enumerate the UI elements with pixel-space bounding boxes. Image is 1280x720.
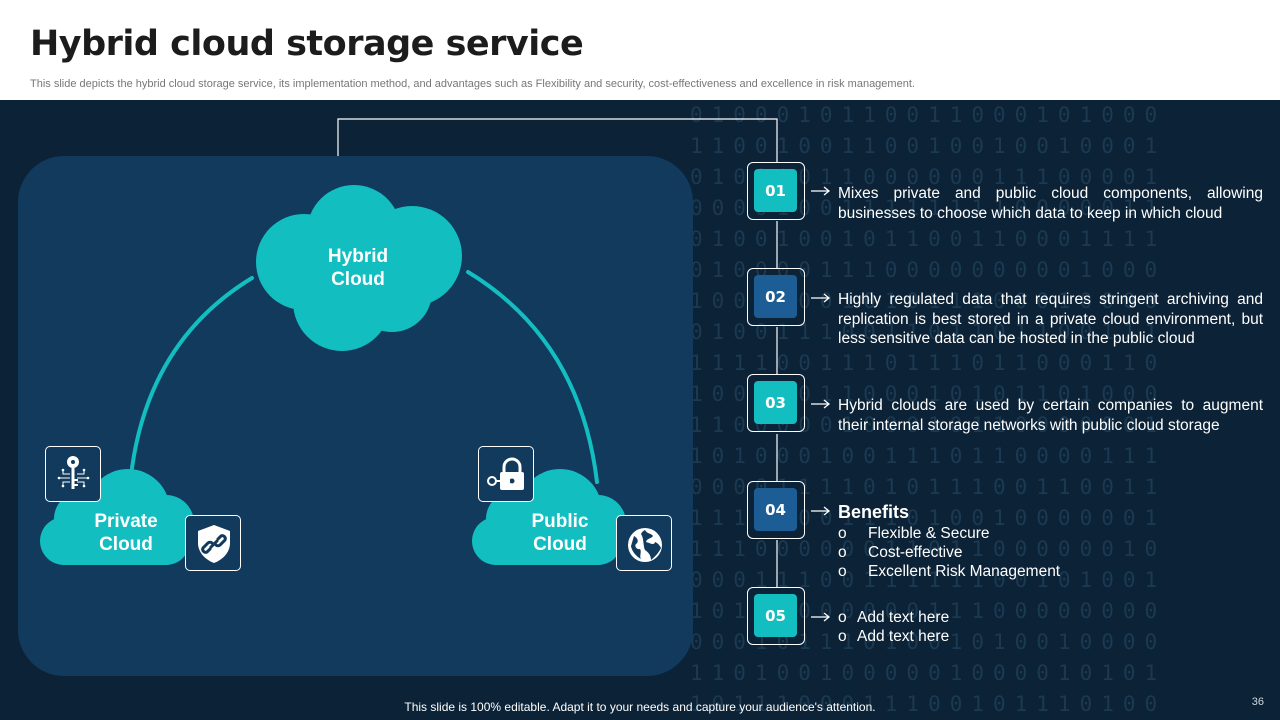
step-01-marker: 01	[747, 162, 805, 220]
hybrid-cloud-label-line1: Hybrid	[327, 246, 389, 267]
main-area: 0100010110011000101000 11001001100100100…	[0, 100, 1280, 720]
cloud-connection-arcs	[130, 270, 599, 484]
private-cloud-label-line1: Private	[94, 511, 158, 532]
key-circuit-icon	[45, 446, 101, 502]
step-03-marker: 03	[747, 374, 805, 432]
private-cloud-label: Private Cloud	[76, 510, 176, 556]
bullet-marker: o	[838, 544, 847, 561]
connector-lines	[337, 118, 778, 587]
arrow-right-icon	[811, 399, 831, 409]
bullet-marker: o	[838, 563, 847, 580]
globe-icon	[616, 515, 672, 571]
bullet-marker: o	[838, 525, 847, 542]
slide-subtitle: This slide depicts the hybrid cloud stor…	[30, 78, 915, 90]
step-04-marker: 04	[747, 481, 805, 539]
private-cloud-shape	[40, 469, 194, 565]
arrow-right-icon	[811, 506, 831, 516]
arrow-right-icon	[811, 186, 831, 196]
step-01-number: 01	[754, 169, 797, 212]
bullet-marker: o	[838, 628, 847, 645]
footer-note: This slide is 100% editable. Adapt it to…	[404, 700, 876, 714]
hybrid-cloud-label: Hybrid Cloud	[308, 245, 408, 291]
padlock-key-icon	[478, 446, 534, 502]
benefit-item: o Cost-effective	[838, 543, 962, 562]
step-05-item: o Add text here	[838, 608, 949, 627]
benefit-label: Excellent Risk Management	[868, 563, 1061, 580]
step-01-text: Mixes private and public cloud component…	[838, 185, 1263, 222]
step-05-label: Add text here	[857, 609, 950, 626]
public-cloud-label-line1: Public	[531, 511, 589, 532]
step-02-marker: 02	[747, 268, 805, 326]
arrow-right-icon	[811, 293, 831, 303]
benefit-item: o Flexible & Secure	[838, 524, 989, 543]
benefits-heading: Benefits	[838, 502, 910, 522]
benefit-label: Flexible & Secure	[868, 525, 990, 542]
arrow-right-icon	[811, 612, 831, 622]
public-cloud-label: Public Cloud	[510, 510, 610, 556]
step-03-number: 03	[754, 381, 797, 424]
hybrid-cloud-shape	[256, 185, 462, 351]
page-number: 36	[1251, 696, 1264, 708]
step-02-text: Highly regulated data that requires stri…	[838, 291, 1263, 347]
step-04-number: 04	[754, 488, 797, 531]
public-cloud-label-line2: Cloud	[533, 534, 587, 555]
step-05-marker: 05	[747, 587, 805, 645]
step-03-text: Hybrid clouds are used by certain compan…	[838, 397, 1263, 434]
binary-background-pattern: 0100010110011000101000 11001001100100100…	[690, 103, 1167, 716]
header: Hybrid cloud storage service This slide …	[0, 0, 1280, 100]
step-05-number: 05	[754, 594, 797, 637]
slide-title: Hybrid cloud storage service	[30, 24, 584, 64]
bullet-marker: o	[838, 609, 847, 626]
benefit-label: Cost-effective	[868, 544, 963, 561]
step-05-item: o Add text here	[838, 627, 949, 646]
benefit-item: o Excellent Risk Management	[838, 562, 1060, 581]
private-cloud-label-line2: Cloud	[99, 534, 153, 555]
step-05-label: Add text here	[857, 628, 950, 645]
public-cloud-shape	[472, 469, 626, 565]
shield-link-icon	[185, 515, 241, 571]
hybrid-cloud-label-line2: Cloud	[331, 269, 385, 290]
step-02-number: 02	[754, 275, 797, 318]
